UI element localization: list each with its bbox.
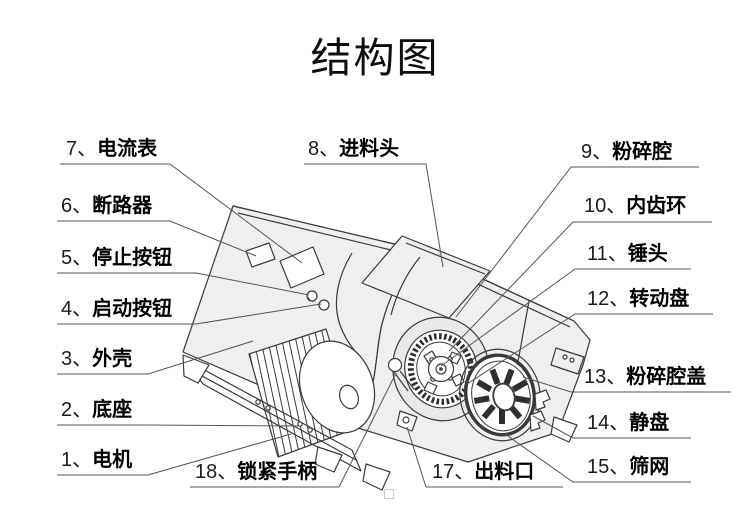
label-start-button-name: 启动按钮 [92,298,173,320]
label-sieve: 15、筛网 [587,456,669,478]
leader-ammeter [60,163,303,264]
label-breaker-number: 6、 [61,195,93,217]
label-motor: 1、电机 [61,449,132,471]
motor-shaft [338,384,360,410]
label-hammer: 11、锤头 [587,243,668,265]
label-breaker: 6、断路器 [61,195,152,217]
label-base: 2、底座 [61,399,132,421]
label-base-name: 底座 [92,399,133,421]
label-crush-chamber: 9、粉碎腔 [581,141,672,163]
leader-crush-chamber [455,166,699,318]
machine-feet [182,354,578,491]
label-stop-button: 5、停止按钮 [61,247,172,269]
label-rotor-disc-number: 12、 [587,288,630,310]
label-lock-handle: 18、锁紧手柄 [195,461,317,483]
leader-discharge [406,426,563,488]
leader-sieve [504,433,691,483]
leader-motor [57,433,292,476]
gear-ring-teeth [407,333,475,405]
side-lug [550,347,585,375]
label-hammer-number: 11、 [587,243,628,265]
label-sieve-name: 筛网 [629,456,670,478]
stop-button-shape [306,290,318,302]
leader-rotor-disc [466,313,713,385]
label-feed-head-name: 进料头 [339,138,400,160]
label-ammeter-name: 电流表 [97,138,158,160]
leader-hammer [440,268,691,367]
label-motor-number: 1、 [61,449,93,471]
label-rotor-disc-name: 转动盘 [629,288,690,310]
label-start-button-number: 4、 [61,298,93,320]
label-chamber-cover: 13、粉碎腔盖 [584,366,706,388]
label-feed-head-number: 8、 [308,138,340,160]
leader-feed-head [304,163,444,268]
label-stop-button-name: 停止按钮 [92,247,173,269]
label-feed-head: 8、进料头 [308,138,399,160]
label-motor-name: 电机 [92,449,133,471]
label-gear-ring-number: 10、 [584,195,627,217]
static-disc-center [492,382,516,412]
diagram-title: 结构图 [310,35,440,81]
label-discharge: 17、出料口 [432,461,534,483]
cover-hook-tab [534,389,551,411]
leader-lines [57,163,731,488]
label-shell-number: 3、 [61,348,93,370]
label-breaker-name: 断路器 [92,195,153,217]
label-chamber-cover-number: 13、 [584,366,627,388]
leader-static-disc [532,415,691,439]
leader-breaker [57,220,257,257]
label-static-disc-name: 静盘 [629,412,670,434]
motor-face [298,340,376,434]
ammeter-window [279,246,325,289]
label-lock-handle-number: 18、 [195,461,238,483]
label-stop-button-number: 5、 [61,247,93,269]
label-discharge-name: 出料口 [474,461,535,483]
breaker-window [245,242,276,268]
label-static-disc: 14、静盘 [587,412,669,434]
leader-chamber-cover [522,376,731,393]
label-hammer-name: 锤头 [627,243,668,265]
label-sieve-number: 15、 [587,456,630,478]
watermark-square [384,489,394,499]
housing-curve-2 [390,256,421,316]
leader-base [57,424,299,427]
label-chamber-cover-name: 粉碎腔盖 [626,366,707,388]
control-panel-widgets [245,242,330,311]
label-ammeter-number: 7、 [66,138,98,160]
label-discharge-number: 17、 [432,461,475,483]
leader-lock-handle [190,372,397,488]
lock-handle-drawing [387,357,415,392]
label-static-disc-number: 14、 [587,412,630,434]
leader-stop-button [57,272,310,296]
machine-drawing [182,205,591,491]
label-ammeter: 7、电流表 [66,138,157,160]
leader-start-button [57,303,322,325]
cover-disc-drawing [459,348,551,442]
label-rotor-disc: 12、转动盘 [587,288,689,310]
label-crush-chamber-name: 粉碎腔 [612,141,673,163]
label-shell: 3、外壳 [61,348,132,370]
feed-head-edge [405,242,486,275]
button-shade [307,296,315,302]
label-start-button: 4、启动按钮 [61,298,172,320]
label-lock-handle-name: 锁紧手柄 [237,461,318,483]
label-crush-chamber-number: 9、 [581,141,613,163]
label-shell-name: 外壳 [92,348,133,370]
label-gear-ring: 10、内齿环 [584,195,686,217]
label-base-number: 2、 [61,399,93,421]
label-gear-ring-name: 内齿环 [626,195,687,217]
start-button-shape [318,299,330,311]
discharge-spout-drawing [396,410,418,432]
leader-shell [57,340,254,375]
leader-gear-ring [448,221,712,352]
